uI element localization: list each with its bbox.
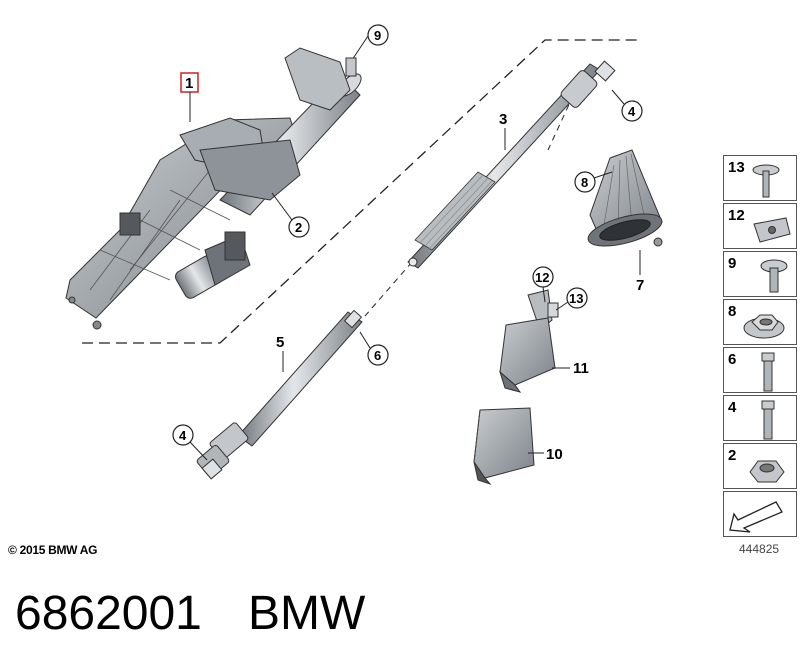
control-unit xyxy=(473,407,535,486)
flange-bolt-9-icon xyxy=(760,259,788,293)
legend-panel-6: 6 xyxy=(723,347,797,393)
direction-arrow-icon xyxy=(729,501,783,533)
callout-11: 11 xyxy=(573,360,589,377)
steering-column-assembly xyxy=(65,47,362,330)
callout-2: 2 xyxy=(295,220,302,235)
steering-shaft-lower xyxy=(196,309,363,480)
legend-label-6: 6 xyxy=(728,351,737,368)
callout-9: 9 xyxy=(374,28,381,43)
bolt-4-icon xyxy=(761,400,775,440)
legend-panel-8: 8 xyxy=(723,299,797,345)
callout-1: 1 xyxy=(185,75,193,92)
clip-nut-12-icon xyxy=(753,217,791,243)
callout-12: 12 xyxy=(535,270,549,285)
callout-8: 8 xyxy=(581,175,588,190)
copyright-notice: © 2015 BMW AG xyxy=(8,543,98,557)
bolt-9-on-assembly xyxy=(345,57,357,77)
callout-10: 10 xyxy=(546,446,563,463)
sealing-boot xyxy=(587,149,663,247)
callout-13: 13 xyxy=(569,291,583,306)
screw-13-icon xyxy=(752,164,780,198)
callout-5: 5 xyxy=(276,334,284,351)
legend-label-8: 8 xyxy=(728,303,737,320)
legend-label-9: 9 xyxy=(728,255,737,272)
legend-panel-2: 2 xyxy=(723,443,797,489)
legend-panel-13: 13 xyxy=(723,155,797,201)
brand-name: BMW xyxy=(248,587,366,640)
nut-2-icon xyxy=(749,460,785,483)
callout-7: 7 xyxy=(636,277,644,294)
legend-label-2: 2 xyxy=(728,447,737,464)
legend-panel-4: 4 xyxy=(723,395,797,441)
legend-label-4: 4 xyxy=(728,399,737,416)
legend-label-12: 12 xyxy=(728,207,745,224)
diagram-number: 444825 xyxy=(739,542,780,556)
part-number: 6862001 xyxy=(15,587,202,640)
mounting-bracket xyxy=(498,289,559,393)
legend-panel-9: 9 xyxy=(723,251,797,297)
callout-4-upper: 4 xyxy=(628,104,636,119)
exploded-parts-diagram: 1 9 2 3 4 xyxy=(65,24,663,486)
legend-label-13: 13 xyxy=(728,159,745,176)
steering-shaft-upper xyxy=(407,60,616,269)
assembly-boundary xyxy=(82,39,642,344)
callout-6: 6 xyxy=(374,348,381,363)
callout-4-lower: 4 xyxy=(179,428,187,443)
adjust-motor xyxy=(175,231,251,299)
legend-panel-12: 12 xyxy=(723,203,797,249)
callout-3: 3 xyxy=(499,111,507,128)
bolt-6-icon xyxy=(761,352,775,392)
legend-panel-arrow xyxy=(723,491,797,537)
flange-nut-8-icon xyxy=(743,314,785,339)
